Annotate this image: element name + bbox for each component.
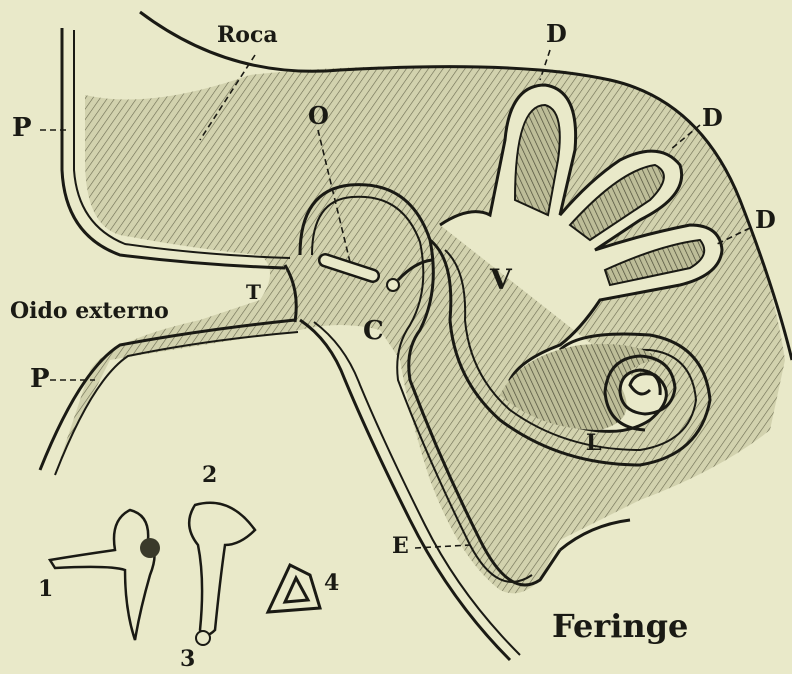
label-ossicle-3: 3 [180,648,195,670]
label-feringe: Feringe [552,610,688,642]
ossicle-3-lenticular [196,631,210,645]
label-oido-externo: Oido externo [10,300,169,322]
canal-wall-lower-inner [55,332,298,475]
ossicle-1-head [140,538,160,558]
ossicle-4-stapes [268,565,320,612]
label-ossicle-2: 2 [202,464,217,486]
label-l: L [586,432,601,454]
label-p-upper: P [12,115,32,141]
label-d-bottom: D [755,208,776,232]
label-d-top: D [546,22,567,46]
label-o: O [308,104,329,128]
label-d-middle: D [702,106,723,130]
label-e: E [392,535,409,557]
label-c: C [363,318,384,344]
label-v: V [490,266,512,294]
oval-window [387,279,399,291]
ossicle-1-malleus [50,510,155,640]
ossicle-2-incus [189,503,255,635]
label-t: T [246,282,261,302]
label-ossicle-1: 1 [38,578,53,600]
label-roca: Roca [217,24,278,46]
label-ossicle-4: 4 [324,572,339,594]
label-p-lower: P [30,366,50,392]
